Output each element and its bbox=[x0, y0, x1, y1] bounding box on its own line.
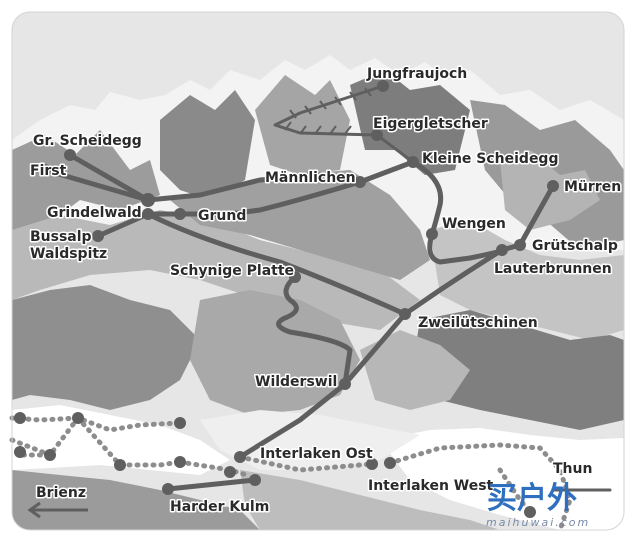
label-thun: Thun bbox=[553, 461, 592, 477]
label-first: First bbox=[30, 163, 67, 179]
rail-harder-kulm bbox=[165, 477, 258, 492]
label-grund: Grund bbox=[198, 208, 246, 224]
ridge bbox=[12, 210, 420, 330]
forest bbox=[12, 470, 260, 530]
mountain-face bbox=[350, 70, 470, 175]
foothill bbox=[360, 330, 470, 410]
label-gruetschalp: Grütschalp bbox=[532, 238, 618, 254]
label-maennlichen: Männlichen bbox=[265, 170, 356, 186]
stop-brienz-3 bbox=[174, 417, 186, 429]
station-lauterbrunnen bbox=[496, 244, 508, 256]
label-brienz: Brienz bbox=[36, 485, 86, 501]
rail-bob-lauterbrunnen bbox=[402, 247, 505, 317]
station-gruetschalp bbox=[514, 239, 526, 251]
station-interlaken-west-a bbox=[366, 458, 378, 470]
label-harder-kulm: Harder Kulm bbox=[170, 499, 269, 515]
station-labels: Jungfraujoch Eigergletscher Kleine Schei… bbox=[29, 65, 623, 517]
rail-maennlichen bbox=[145, 172, 363, 203]
label-gr-scheidegg: Gr. Scheidegg bbox=[33, 133, 142, 149]
watermark-url: maihuwai.com bbox=[486, 516, 590, 529]
stop-interlaken-1 bbox=[224, 466, 236, 478]
station-harder-kulm-top bbox=[249, 474, 261, 486]
rail-gr-scheidegg bbox=[67, 152, 151, 203]
station-eigergletscher bbox=[371, 129, 383, 141]
rail-bussalp bbox=[95, 211, 151, 239]
station-grund bbox=[174, 208, 186, 220]
lake-thun bbox=[380, 428, 624, 530]
rail-wab-grindelwald bbox=[145, 159, 416, 217]
watermark-logo: 买户外 bbox=[487, 481, 577, 516]
label-waldspitz: Waldspitz bbox=[30, 246, 107, 262]
lake-brienz bbox=[12, 405, 230, 475]
stations bbox=[14, 80, 559, 518]
label-eigergletscher: Eigergletscher bbox=[373, 116, 488, 132]
station-wilderswil bbox=[339, 378, 351, 390]
station-zweiluetschinen bbox=[399, 308, 411, 320]
stop-brienz-7 bbox=[174, 456, 186, 468]
station-jungfraujoch bbox=[377, 80, 389, 92]
brienz-arrow bbox=[27, 501, 88, 519]
watermark: 买户外 maihuwai.com bbox=[486, 481, 590, 529]
label-wengen: Wengen bbox=[442, 216, 506, 232]
forest bbox=[240, 470, 500, 530]
station-gr-scheidegg bbox=[64, 149, 76, 161]
mountain-face bbox=[160, 90, 255, 200]
station-interlaken-ost bbox=[234, 451, 246, 463]
label-interlaken-ost: Interlaken Ost bbox=[260, 446, 373, 462]
station-kleine-scheidegg bbox=[407, 156, 419, 168]
foothill bbox=[190, 290, 360, 415]
stop-brienz-2 bbox=[72, 412, 84, 424]
station-bussalp bbox=[92, 230, 104, 242]
label-grindelwald: Grindelwald bbox=[47, 205, 142, 221]
station-harder-kulm-base bbox=[162, 483, 174, 495]
station-maennlichen bbox=[354, 176, 366, 188]
rail-first bbox=[42, 167, 151, 203]
rail-jungfrau-tunnel bbox=[273, 84, 415, 164]
tunnel-ticks bbox=[284, 87, 372, 135]
station-thun bbox=[524, 506, 536, 518]
label-interlaken-west: Interlaken West bbox=[368, 478, 494, 494]
station-muerren bbox=[547, 180, 559, 192]
label-wilderswil: Wilderswil bbox=[255, 374, 337, 390]
label-jungfraujoch: Jungfraujoch bbox=[366, 66, 467, 82]
stop-brienz-6 bbox=[114, 459, 126, 471]
stop-brienz-1 bbox=[14, 412, 26, 424]
ridge bbox=[170, 170, 430, 280]
station-first bbox=[39, 164, 51, 176]
valley-floor bbox=[200, 410, 420, 470]
label-muerren: Mürren bbox=[564, 179, 621, 195]
map-frame bbox=[11, 11, 625, 531]
foothill bbox=[410, 310, 624, 430]
rail-network bbox=[9, 84, 612, 533]
mountain-face bbox=[255, 75, 350, 175]
label-kleine-scheidegg: Kleine Scheidegg bbox=[422, 151, 558, 167]
station-wengen bbox=[426, 228, 438, 240]
label-lauterbrunnen: Lauterbrunnen bbox=[494, 261, 612, 277]
ridge bbox=[430, 220, 624, 340]
rail-schynige-platte bbox=[276, 274, 353, 387]
foothill bbox=[12, 285, 200, 410]
stop-brienz-5 bbox=[44, 449, 56, 461]
stop-brienz-4 bbox=[14, 446, 26, 458]
label-zweiluetschinen: Zweilütschinen bbox=[418, 315, 538, 331]
station-grindelwald-2 bbox=[142, 208, 154, 220]
label-bussalp: Bussalp bbox=[30, 229, 92, 245]
rail-bob-grindelwald bbox=[145, 211, 408, 317]
label-schynige-platte: Schynige Platte bbox=[170, 263, 294, 279]
station-interlaken-west-b bbox=[384, 457, 396, 469]
station-grindelwald bbox=[141, 193, 155, 207]
station-schynige-platte bbox=[289, 271, 301, 283]
